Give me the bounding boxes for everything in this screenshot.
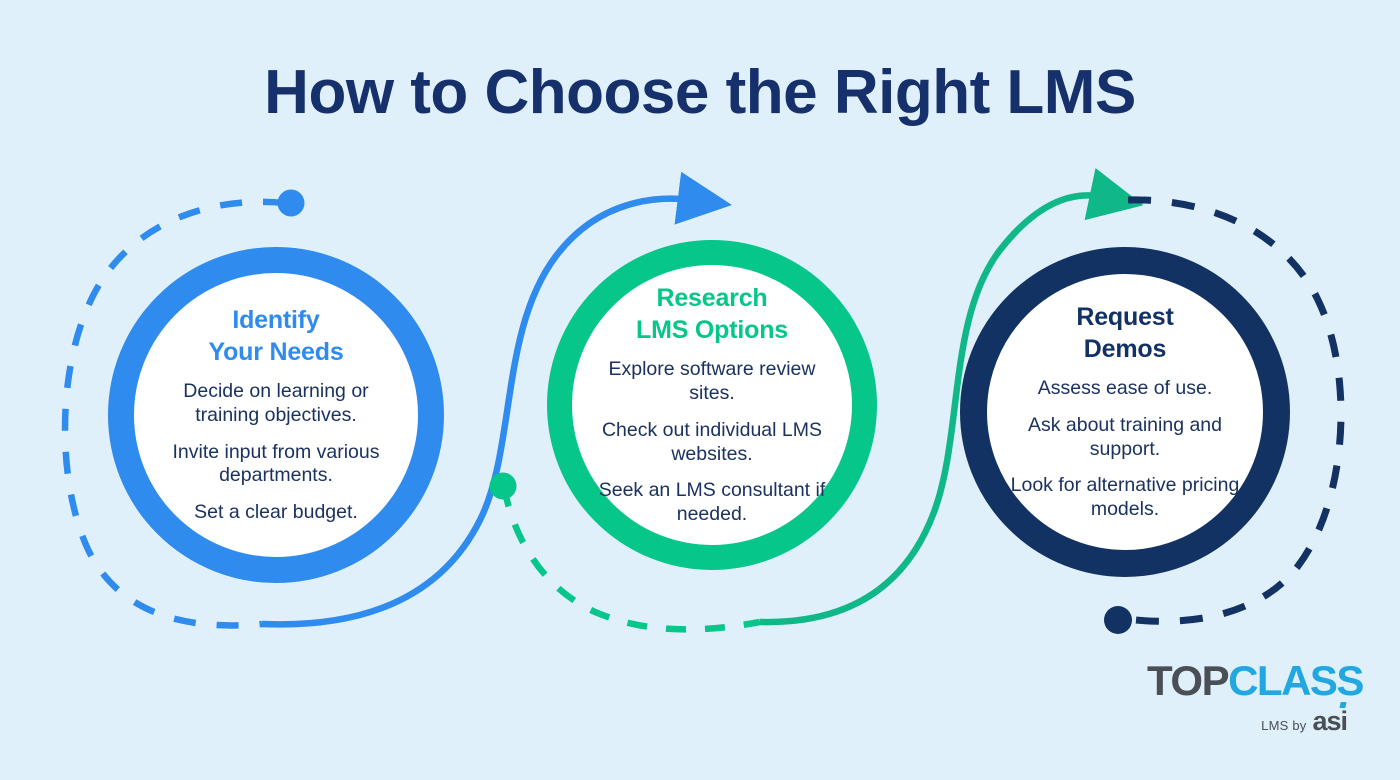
step-bullet: Set a clear budget. [194, 501, 358, 524]
step-title: Identify Your Needs [208, 305, 343, 368]
logo-subline: LMS by asi [1147, 702, 1348, 736]
step-title: Request Demos [1076, 302, 1173, 365]
step-title-line-1: Research [656, 284, 768, 313]
step-title-line-2: Demos [1083, 334, 1167, 363]
blue-solid-arrow [261, 171, 732, 628]
step-bullet: Seek an LMS consultant if needed. [598, 479, 826, 526]
blue-dashed-arc [61, 198, 286, 629]
step-title-line-1: Request [1076, 303, 1174, 332]
logo-word-top: TOP [1147, 657, 1230, 704]
green-dot [489, 472, 517, 500]
navy-dot [1104, 606, 1132, 634]
step-bullet: Check out individual LMS websites. [601, 418, 823, 465]
step-bullet: Explore software review sites. [608, 358, 816, 404]
step-content: Request Demos Assess ease of use. Ask ab… [1006, 302, 1243, 522]
page-title: How to Choose the Right LMS [264, 58, 1136, 127]
navy-dashed-arc [1127, 196, 1345, 625]
step-content: Research LMS Options Explore software re… [592, 283, 833, 527]
blue-dot [277, 189, 305, 217]
step-circle-identify-your-needs[interactable]: Identify Your Needs Decide on learning o… [108, 247, 444, 583]
logo-word-class: CLASS [1228, 657, 1364, 704]
green-solid-arrow [759, 167, 1144, 626]
step-bullet: Ask about training and support. [1027, 413, 1223, 460]
step-circle-research-lms-options[interactable]: Research LMS Options Explore software re… [547, 240, 877, 570]
step-title-line-2: LMS Options [636, 315, 788, 344]
step-bullet: Decide on learning or training objective… [183, 380, 369, 426]
logo-wordmark: TOPCLASS [1147, 657, 1364, 704]
logo-asi-dot-icon [1339, 702, 1347, 708]
step-content: Identify Your Needs Decide on learning o… [154, 305, 398, 525]
logo-tagline: LMS by [1261, 718, 1307, 733]
step-circle-request-demos[interactable]: Request Demos Assess ease of use. Ask ab… [960, 247, 1290, 577]
topclass-logo[interactable]: TOPCLASS LMS by asi [1147, 657, 1364, 736]
step-bullet: Look for alternative pricing models. [1010, 474, 1240, 521]
green-dashed-arc [500, 486, 761, 633]
step-title: Research LMS Options [636, 283, 788, 346]
step-bullet: Invite input from various departments. [172, 440, 380, 487]
step-title-line-2: Your Needs [208, 337, 344, 366]
logo-brand-asi-text: asi [1312, 706, 1348, 736]
step-title-line-1: Identify [232, 306, 320, 335]
logo-brand-asi: asi [1312, 702, 1348, 736]
step-bullet: Assess ease of use. [1037, 377, 1213, 400]
